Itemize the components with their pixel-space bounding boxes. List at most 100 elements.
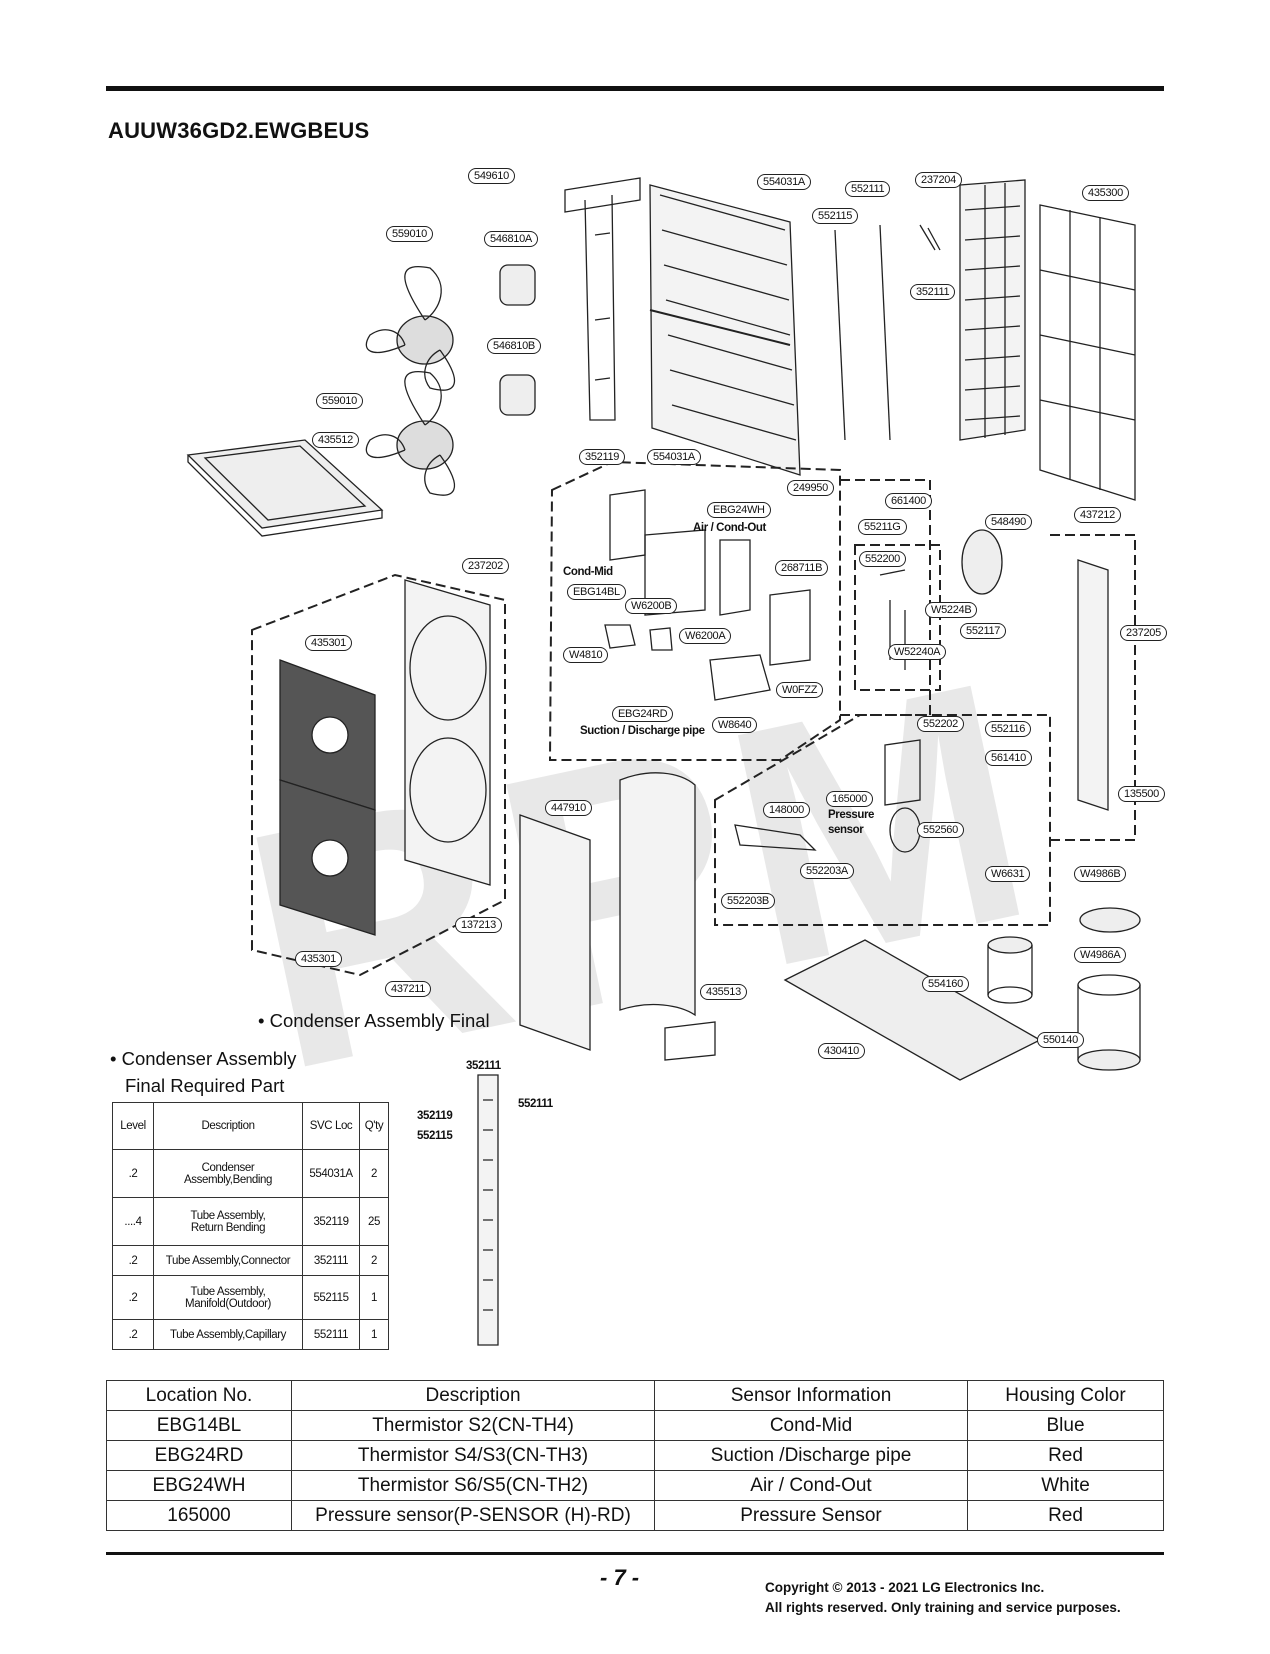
header-sensor-information: Sensor Information (654, 1380, 968, 1411)
header-qty: Q'ty (359, 1102, 389, 1150)
callout-435301-top: 435301 (305, 635, 352, 651)
cell-housing-color: Blue (967, 1410, 1164, 1441)
callout-437211: 437211 (385, 981, 432, 997)
cell-level: .2 (112, 1245, 154, 1276)
cell-qty: 2 (359, 1245, 389, 1276)
guard-drawing (1039, 204, 1136, 501)
detail-label-352119: 352119 (417, 1110, 453, 1122)
copyright-line-1: Copyright © 2013 - 2021 LG Electronics I… (765, 1580, 1045, 1595)
callout-552115: 552115 (812, 208, 859, 224)
cell-housing-color: Red (967, 1500, 1164, 1531)
table-row: .2 Tube Assembly,Capillary 552111 1 (112, 1319, 389, 1350)
callout-W8640: W8640 (712, 717, 758, 733)
cell-location-no: 165000 (106, 1500, 292, 1531)
side-panel-drawing (1077, 559, 1109, 811)
cell-level: ....4 (112, 1197, 154, 1246)
callout-559010-a: 559010 (386, 226, 433, 242)
condenser-assembly-boundary (251, 573, 506, 977)
callout-554160: 554160 (922, 976, 969, 992)
callout-237205: 237205 (1120, 625, 1167, 641)
callout-W0FZZ: W0FZZ (776, 682, 824, 698)
cell-description: Thermistor S4/S3(CN-TH3) (291, 1440, 655, 1471)
cell-sensor-information: Suction /Discharge pipe (654, 1440, 968, 1471)
caption-required-2: Final Required Part (125, 1075, 285, 1096)
cell-svc-loc: 352119 (302, 1197, 360, 1246)
condenser-coil-drawing (649, 184, 801, 476)
cell-svc-loc: 552115 (302, 1275, 360, 1320)
callout-548490: 548490 (985, 514, 1032, 530)
grille-drawing (959, 179, 1026, 441)
table-row: 165000 Pressure sensor(P-SENSOR (H)-RD) … (106, 1500, 1164, 1531)
callout-437212: 437212 (1074, 507, 1121, 523)
header-level: Level (112, 1102, 154, 1150)
label-cond-mid: Cond-Mid (563, 566, 613, 578)
table-row: .2 Condenser Assembly,Bending 554031A 2 (112, 1149, 389, 1198)
cell-qty: 2 (359, 1149, 389, 1198)
callout-237202: 237202 (462, 558, 509, 574)
callout-435512: 435512 (312, 432, 359, 448)
detail-label-552111: 552111 (518, 1098, 553, 1110)
refrigerant-boundary-top (840, 479, 931, 716)
callout-352111-right: 352111 (910, 284, 956, 300)
caption-condenser-final: • Condenser Assembly Final (258, 1010, 490, 1031)
callout-552117: 552117 (960, 623, 1007, 639)
callout-165000: 165000 (826, 791, 873, 807)
cell-description: Tube Assembly,Capillary (153, 1319, 303, 1350)
cell-description: Tube Assembly,Connector (153, 1245, 303, 1276)
callout-552203B: 552203B (721, 893, 775, 909)
cell-level: .2 (112, 1275, 154, 1320)
manifold-drawing (834, 224, 941, 441)
callout-W4810: W4810 (563, 647, 609, 663)
cell-housing-color: Red (967, 1440, 1164, 1471)
callout-W4986B: W4986B (1074, 866, 1127, 882)
callout-661400: 661400 (885, 493, 932, 509)
callout-W5224B: W5224B (925, 602, 978, 618)
callout-550140: 550140 (1037, 1032, 1084, 1048)
front-grille-drawings (279, 659, 376, 936)
callout-135500: 135500 (1118, 786, 1165, 802)
copyright-line-2: All rights reserved. Only training and s… (765, 1600, 1121, 1615)
callout-552116: 552116 (985, 721, 1032, 737)
table-row: EBG14BL Thermistor S2(CN-TH4) Cond-Mid B… (106, 1410, 1164, 1441)
callout-W6200A: W6200A (679, 628, 732, 644)
cell-level: .2 (112, 1149, 154, 1198)
callout-546810B: 546810B (487, 338, 541, 354)
callout-554031A-bottom: 554031A (647, 449, 701, 465)
cell-description: Condenser Assembly,Bending (153, 1149, 303, 1198)
callout-W4986A: W4986A (1074, 947, 1127, 963)
callout-549610: 549610 (468, 168, 515, 184)
cell-description: Tube Assembly, Manifold(Outdoor) (153, 1275, 303, 1320)
callout-268711B: 268711B (775, 560, 829, 576)
cell-description: Thermistor S6/S5(CN-TH2) (291, 1470, 655, 1501)
cell-level: .2 (112, 1319, 154, 1350)
table-row: EBG24WH Thermistor S6/S5(CN-TH2) Air / C… (106, 1470, 1164, 1501)
valve-group-boundary (714, 714, 1051, 926)
header-housing-color: Housing Color (967, 1380, 1164, 1411)
cell-housing-color: White (967, 1470, 1164, 1501)
callout-W6200B: W6200B (625, 598, 678, 614)
cell-sensor-information: Pressure Sensor (654, 1500, 968, 1531)
cell-description: Tube Assembly, Return Bending (153, 1197, 303, 1246)
callout-EBG24RD: EBG24RD (612, 706, 674, 722)
top-rule (106, 86, 1164, 91)
callout-561410: 561410 (985, 750, 1032, 766)
label-suction-discharge: Suction / Discharge pipe (580, 725, 705, 737)
accumulator-drawing (961, 529, 1003, 595)
callout-W6631: W6631 (985, 866, 1031, 882)
callout-552202: 552202 (917, 716, 964, 732)
orifice-panel-drawing (404, 579, 491, 886)
header-description: Description (153, 1102, 303, 1150)
callout-435301-bottom: 435301 (295, 951, 342, 967)
refrigerant-boundary-inner (854, 544, 941, 691)
caption-required-1: • Condenser Assembly (110, 1048, 297, 1069)
callout-EBG14BL: EBG14BL (567, 584, 626, 600)
header-description: Description (291, 1380, 655, 1411)
cell-description: Pressure sensor(P-SENSOR (H)-RD) (291, 1500, 655, 1531)
callout-137213: 137213 (455, 917, 502, 933)
cell-location-no: EBG24RD (106, 1440, 292, 1471)
cell-sensor-information: Air / Cond-Out (654, 1470, 968, 1501)
callout-55211G: 55211G (858, 519, 907, 535)
table-header-row: Level Description SVC Loc Q'ty (112, 1102, 389, 1150)
header-location-no: Location No. (106, 1380, 292, 1411)
